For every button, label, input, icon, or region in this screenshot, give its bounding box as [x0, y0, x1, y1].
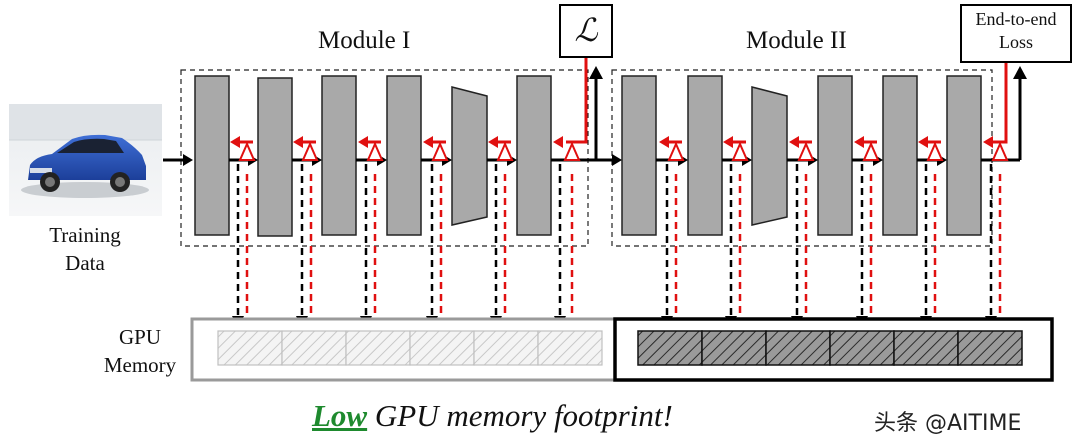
layer-block — [194, 75, 230, 236]
module-1-layers — [194, 75, 552, 237]
layer-block — [882, 75, 918, 236]
local-loss-symbol: ℒ — [574, 12, 598, 48]
memory-arrows — [236, 164, 1002, 325]
gpu-memory-slots-inactive — [217, 330, 603, 366]
layer-block — [386, 75, 422, 236]
training-data-photo — [9, 104, 162, 216]
caption-text: GPU memory footprint! — [367, 398, 673, 433]
module-2-title: Module II — [746, 27, 847, 54]
car-window-shape — [57, 138, 124, 153]
layer-block — [516, 75, 552, 236]
layer-block — [817, 75, 853, 236]
caption-emphasis: Low — [312, 398, 368, 433]
downsample-block — [751, 86, 788, 226]
layer-block — [257, 77, 293, 237]
tap-markers — [238, 141, 1009, 161]
layer-block — [687, 75, 723, 236]
gradient-arrowheads — [230, 136, 993, 148]
layer-block — [946, 75, 982, 236]
gradient-path — [238, 56, 1008, 144]
training-data-label: Training Data — [49, 223, 121, 275]
layer-block — [321, 75, 357, 236]
caption: Low GPU memory footprint! — [312, 398, 673, 434]
end-to-end-loss-label: End-to-end Loss — [975, 9, 1057, 52]
gpu-memory-slots-active — [637, 330, 1023, 366]
local-loss-box — [559, 4, 613, 58]
module-2-layers — [621, 75, 982, 236]
end-to-end-loss-box — [960, 4, 1072, 63]
downsample-block — [451, 86, 488, 226]
layer-block — [621, 75, 657, 236]
module-2-box — [611, 69, 993, 247]
module-1-box — [180, 69, 589, 247]
watermark: 头条 @AITIME — [874, 411, 1022, 436]
module-1-title: Module I — [318, 27, 411, 54]
gpu-memory-label: GPU Memory — [103, 325, 177, 377]
